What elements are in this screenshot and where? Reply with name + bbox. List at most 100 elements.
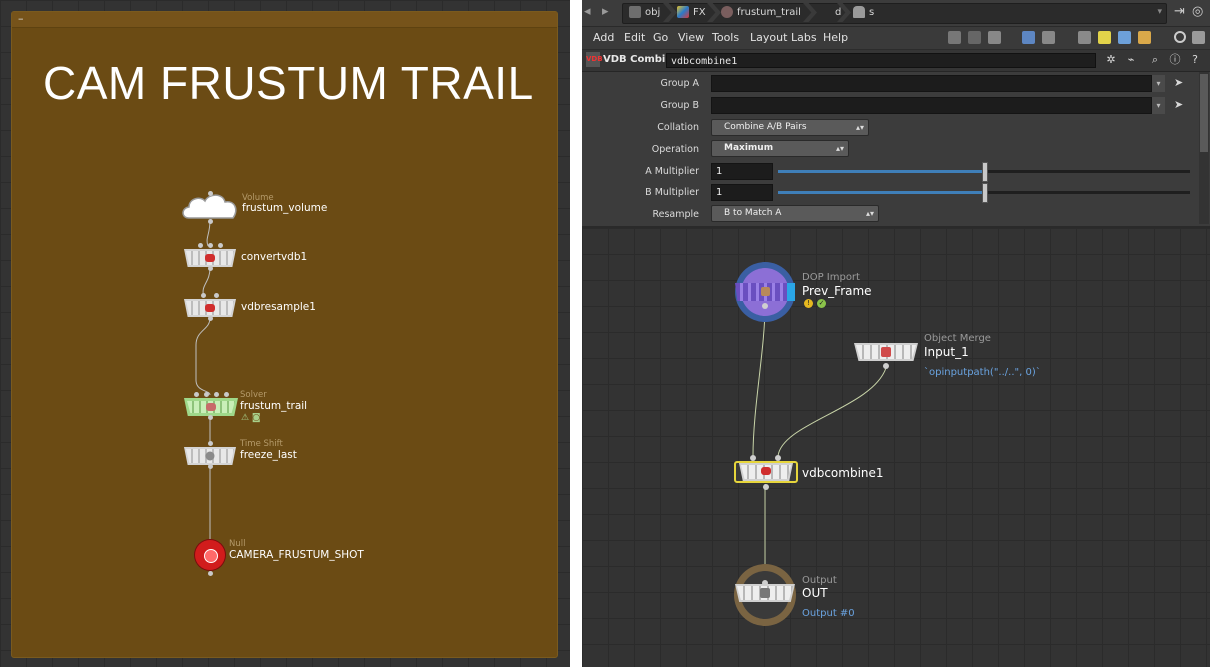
image-icon[interactable] xyxy=(1118,31,1131,44)
chevron-down-icon[interactable]: ▾ xyxy=(1157,7,1162,17)
input-port[interactable] xyxy=(214,293,219,298)
input-port[interactable] xyxy=(762,580,768,586)
menu-add[interactable]: Add xyxy=(593,31,615,44)
gear-icon[interactable]: ✲ xyxy=(1106,53,1116,66)
input-port[interactable] xyxy=(204,392,209,397)
node-out[interactable] xyxy=(734,564,796,626)
node-name-label[interactable]: freeze_last xyxy=(240,449,297,461)
menu-help[interactable]: Help xyxy=(823,31,849,44)
network-box-titlebar[interactable]: – xyxy=(12,12,557,28)
collation-menu[interactable]: Combine A/B Pairs ▴▾ xyxy=(711,119,869,136)
b-multiplier-field[interactable]: 1 xyxy=(711,184,773,201)
select-arrow-icon[interactable]: ➤ xyxy=(1174,76,1184,89)
node-name-label[interactable]: Input_1 xyxy=(924,345,969,359)
search-icon[interactable]: ⌕ xyxy=(1151,53,1159,66)
node-name-field[interactable]: vdbcombine1 xyxy=(666,53,1096,68)
group-a-field[interactable] xyxy=(711,75,1152,92)
node-vdbcombine1[interactable] xyxy=(734,461,798,483)
right-network-view[interactable]: DOP Import Prev_Frame ! ✓ Object Merge I… xyxy=(582,228,1210,667)
node-vdbresample1[interactable] xyxy=(184,299,236,317)
node-convertvdb1[interactable] xyxy=(184,249,236,267)
help-icon[interactable]: ? xyxy=(1192,53,1198,66)
node-input-1[interactable] xyxy=(854,343,918,361)
node-frustum-volume[interactable] xyxy=(181,190,241,224)
output-port[interactable] xyxy=(762,303,768,309)
menu-edit[interactable]: Edit xyxy=(624,31,646,44)
node-name-label[interactable]: CAMERA_FRUSTUM_SHOT xyxy=(229,549,364,561)
tree-icon[interactable] xyxy=(968,31,981,44)
node-name-label[interactable]: vdbcombine1 xyxy=(802,466,884,480)
pin-icon[interactable]: ⇥ xyxy=(1174,4,1185,19)
input-port[interactable] xyxy=(750,455,756,461)
list-icon[interactable] xyxy=(988,31,1001,44)
node-name-label[interactable]: frustum_volume xyxy=(242,202,328,214)
menu-labs[interactable]: Labs xyxy=(791,31,817,44)
node-prev-frame[interactable] xyxy=(735,262,795,322)
a-multiplier-slider[interactable] xyxy=(778,162,1190,182)
network-image-icon[interactable] xyxy=(1078,31,1091,44)
input-port[interactable] xyxy=(208,191,213,196)
breadcrumb-obj[interactable]: obj xyxy=(629,6,660,18)
network-box[interactable]: – xyxy=(11,11,558,658)
parameter-scrollbar[interactable] xyxy=(1199,72,1209,224)
forward-icon[interactable]: ▸ xyxy=(602,4,609,19)
slider-handle[interactable] xyxy=(982,162,988,182)
output-port[interactable] xyxy=(883,363,889,369)
input-port[interactable] xyxy=(218,243,223,248)
select-arrow-icon[interactable]: ➤ xyxy=(1174,98,1184,111)
output-port[interactable] xyxy=(208,266,213,271)
breadcrumb-s[interactable]: s xyxy=(853,6,874,18)
input-port[interactable] xyxy=(775,455,781,461)
back-icon[interactable]: ◂ xyxy=(584,4,591,19)
camera-icon[interactable] xyxy=(1192,31,1205,44)
minimize-icon[interactable]: – xyxy=(18,12,24,25)
left-network-view[interactable]: – CAM FRUSTUM TRAIL Volume frustum_volum… xyxy=(0,0,570,667)
input-port[interactable] xyxy=(208,243,213,248)
input-port[interactable] xyxy=(201,293,206,298)
output-port[interactable] xyxy=(763,484,769,490)
output-port[interactable] xyxy=(208,415,213,420)
output-port[interactable] xyxy=(208,464,213,469)
input-port[interactable] xyxy=(198,243,203,248)
sticky-note-icon[interactable] xyxy=(1098,31,1111,44)
node-name-label[interactable]: OUT xyxy=(802,586,828,600)
node-camera-frustum-shot[interactable] xyxy=(195,540,225,570)
grid-icon[interactable] xyxy=(1022,31,1035,44)
chevron-down-icon[interactable]: ▾ xyxy=(1152,97,1165,114)
brush-icon[interactable]: ⌁ xyxy=(1127,53,1135,66)
node-name-label[interactable]: Prev_Frame xyxy=(802,284,872,298)
breadcrumb-frustum-trail[interactable]: frustum_trail xyxy=(721,6,801,18)
b-multiplier-slider[interactable] xyxy=(778,183,1190,203)
breadcrumb-d[interactable]: d xyxy=(819,6,841,18)
slider-handle[interactable] xyxy=(982,183,988,203)
breadcrumb-fx[interactable]: FX xyxy=(677,6,706,18)
node-name-label[interactable]: convertvdb1 xyxy=(241,251,308,263)
menu-go[interactable]: Go xyxy=(653,31,669,44)
chevron-down-icon[interactable]: ▾ xyxy=(1152,75,1165,92)
input-port[interactable] xyxy=(208,441,213,446)
menu-tools[interactable]: Tools xyxy=(712,31,740,44)
input-port[interactable] xyxy=(224,392,229,397)
resample-menu[interactable]: B to Match A ▴▾ xyxy=(711,205,879,222)
input-port[interactable] xyxy=(194,392,199,397)
node-freeze-last[interactable] xyxy=(184,447,236,465)
info-icon[interactable]: ⓘ xyxy=(1169,53,1181,66)
tools-icon[interactable] xyxy=(948,31,961,44)
menu-view[interactable]: View xyxy=(678,31,705,44)
menu-layout[interactable]: Layout xyxy=(750,31,788,44)
search-icon[interactable] xyxy=(1174,31,1186,43)
output-port[interactable] xyxy=(208,219,213,224)
a-multiplier-field[interactable]: 1 xyxy=(711,163,773,180)
input-port[interactable] xyxy=(214,392,219,397)
node-name-label[interactable]: vdbresample1 xyxy=(241,301,316,313)
output-port[interactable] xyxy=(208,571,213,576)
node-name-label[interactable]: frustum_trail xyxy=(240,400,308,412)
output-port[interactable] xyxy=(208,316,213,321)
grid-view-icon[interactable] xyxy=(1042,31,1055,44)
dop-icon xyxy=(819,6,831,18)
node-frustum-trail[interactable] xyxy=(184,398,238,416)
group-b-field[interactable] xyxy=(711,97,1152,114)
link-icon[interactable]: ◎ xyxy=(1192,4,1204,19)
folder-icon[interactable] xyxy=(1138,31,1151,44)
operation-menu[interactable]: Maximum ▴▾ xyxy=(711,140,849,157)
